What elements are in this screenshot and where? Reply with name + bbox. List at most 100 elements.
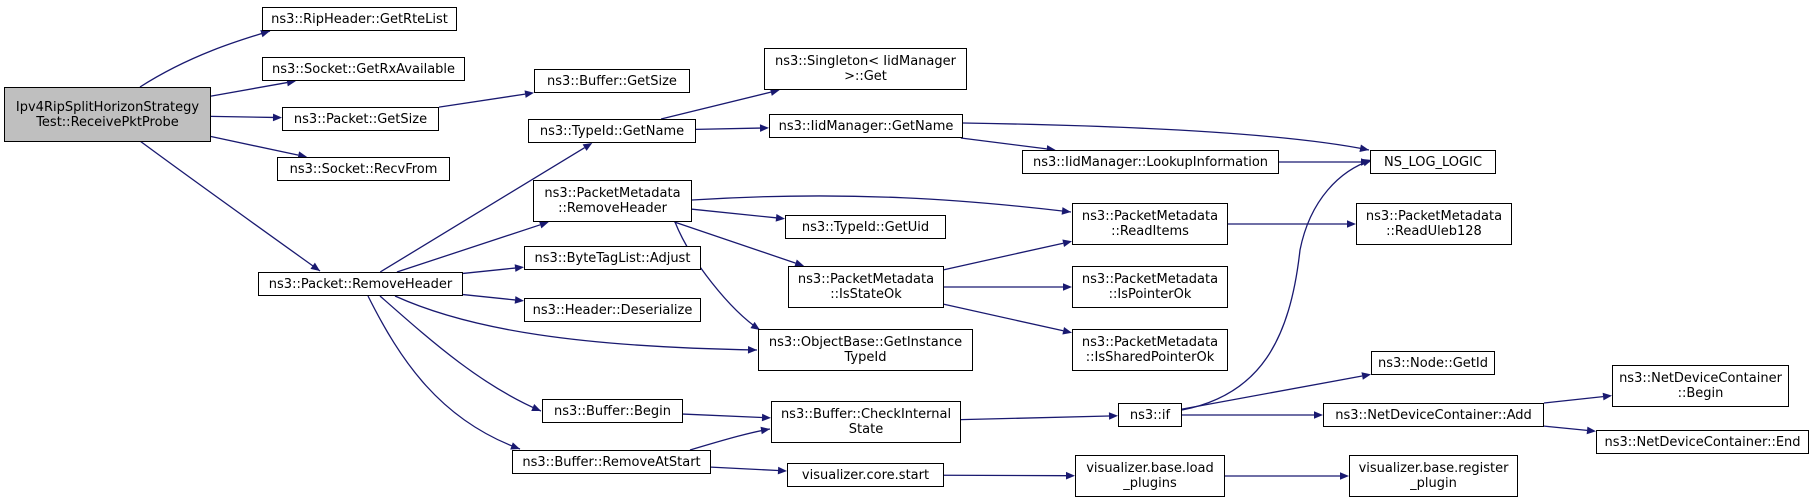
- edge-ipv4ripsplithorizonstrategytest-receivepktprobe-to-packet-removeheader: [139, 140, 321, 272]
- edge-ipv4ripsplithorizonstrategytest-receivepktprobe-to-socket-recvfrom-arrowhead: [297, 151, 308, 159]
- node-socket-recvfrom[interactable]: ns3::Socket::RecvFrom: [277, 157, 450, 181]
- node-socket-getrxavailable[interactable]: ns3::Socket::GetRxAvailable: [262, 57, 465, 81]
- edge-visualizer-core-start-to-visualizer-base-load-plugins-arrowhead: [1065, 471, 1075, 480]
- node-packetmetadata-removeheader[interactable]: ns3::PacketMetadata ::RemoveHeader: [533, 180, 692, 222]
- edge-packetmetadata-removeheader-to-objectbase-getinstancetypeid-arrowhead: [750, 321, 760, 330]
- edge-buffer-begin-to-buffer-checkinternalstate-arrowhead: [761, 413, 771, 422]
- edge-packet-removeheader-to-typeid-getname: [379, 147, 585, 273]
- node-packetmetadata-readuleb128[interactable]: ns3::PacketMetadata ::ReadUleb128: [1356, 203, 1512, 245]
- node-iidmanager-lookupinformation[interactable]: ns3::IidManager::LookupInformation: [1022, 150, 1279, 174]
- edge-packet-removeheader-to-packetmetadata-removeheader: [396, 224, 541, 273]
- node-typeid-getuid[interactable]: ns3::TypeId::GetUid: [785, 215, 946, 239]
- node-packetmetadata-readitems[interactable]: ns3::PacketMetadata ::ReadItems: [1072, 203, 1228, 245]
- edge-netdevicecontainer-add-to-netdevicecontainer-begin: [1543, 395, 1604, 404]
- edge-packet-removeheader-to-header-deserialize-arrowhead: [514, 296, 524, 304]
- node-packetmetadata-isstateok[interactable]: ns3::PacketMetadata ::IsStateOk: [788, 266, 944, 308]
- node-ripheader-getrtelist[interactable]: ns3::RipHeader::GetRteList: [262, 7, 457, 31]
- edge-ns3-if-to-netdevicecontainer-add-arrowhead: [1314, 411, 1323, 419]
- node-visualizer-core-start[interactable]: visualizer.core.start: [787, 463, 944, 487]
- node-iidmanager-getname[interactable]: ns3::IidManager::GetName: [769, 114, 963, 138]
- edge-packetmetadata-isstateok-to-packetmetadata-issharedpointerok: [943, 303, 1064, 332]
- edge-ipv4ripsplithorizonstrategytest-receivepktprobe-to-socket-getrxavailable: [210, 81, 288, 97]
- edge-packetmetadata-removeheader-to-packetmetadata-readitems-arrowhead: [1061, 207, 1071, 215]
- edge-buffer-removeatstart-to-visualizer-core-start-arrowhead: [777, 466, 787, 475]
- edge-netdevicecontainer-add-to-netdevicecontainer-end-arrowhead: [1586, 426, 1596, 435]
- edge-buffer-checkinternalstate-to-ns3-if-arrowhead: [1108, 412, 1118, 420]
- edge-typeid-getname-to-iidmanager-getname-arrowhead: [759, 124, 769, 132]
- edge-packetmetadata-isstateok-to-packetmetadata-readitems: [943, 242, 1064, 271]
- edge-buffer-begin-to-buffer-checkinternalstate: [682, 413, 763, 419]
- edges-layer: [139, 29, 1612, 480]
- edge-packet-removeheader-to-bytetaglist-adjust: [462, 267, 516, 275]
- edge-typeid-getname-to-singleton-iidmanager-get-arrowhead: [769, 88, 780, 96]
- edge-iidmanager-getname-to-iidmanager-lookupinformation: [960, 137, 1047, 150]
- edge-netdevicecontainer-add-to-netdevicecontainer-end: [1543, 425, 1588, 432]
- edge-packet-removeheader-to-typeid-getname-arrowhead: [582, 143, 593, 151]
- edge-packetmetadata-isstateok-to-packetmetadata-issharedpointerok-arrowhead: [1062, 327, 1072, 335]
- edge-ns3-if-to-node-getid-arrowhead: [1361, 372, 1371, 380]
- edge-packetmetadata-removeheader-to-packetmetadata-isstateok-arrowhead: [794, 259, 805, 267]
- edge-packetmetadata-removeheader-to-packetmetadata-readitems: [691, 195, 1072, 213]
- edge-ns3-if-to-ns-log-logic: [1181, 159, 1373, 411]
- edge-ipv4ripsplithorizonstrategytest-receivepktprobe-to-packet-removeheader-arrowhead: [310, 262, 320, 271]
- edge-packetmetadata-readitems-to-packetmetadata-readuleb128-arrowhead: [1347, 220, 1356, 228]
- edge-packet-removeheader-to-header-deserialize: [462, 293, 516, 301]
- node-packet-removeheader[interactable]: ns3::Packet::RemoveHeader: [258, 272, 463, 296]
- node-packet-getsize[interactable]: ns3::Packet::GetSize: [282, 107, 439, 131]
- edge-packet-removeheader-to-buffer-removeatstart: [367, 295, 521, 450]
- node-singleton-iidmanager-get[interactable]: ns3::Singleton< IidManager >::Get: [764, 48, 967, 90]
- node-netdevicecontainer-end[interactable]: ns3::NetDeviceContainer::End: [1596, 430, 1809, 454]
- edge-packetmetadata-removeheader-to-objectbase-getinstancetypeid: [674, 221, 761, 331]
- edge-ipv4ripsplithorizonstrategytest-receivepktprobe-to-ripheader-getrtelist-arrowhead: [260, 29, 270, 38]
- node-packetmetadata-ispointerok[interactable]: ns3::PacketMetadata ::IsPointerOk: [1072, 266, 1228, 308]
- edge-buffer-removeatstart-to-buffer-checkinternalstate-arrowhead: [760, 426, 770, 435]
- edge-typeid-getname-to-iidmanager-getname: [695, 127, 761, 130]
- edge-packet-getsize-to-buffer-getsize: [438, 93, 526, 108]
- edge-buffer-removeatstart-to-visualizer-core-start: [710, 466, 779, 472]
- node-ns3-if[interactable]: ns3::if: [1118, 403, 1182, 427]
- edge-visualizer-base-load-plugins-to-visualizer-base-register-plugin-arrowhead: [1340, 472, 1349, 480]
- edge-typeid-getname-to-singleton-iidmanager-get: [660, 91, 772, 120]
- edge-packet-removeheader-to-buffer-begin-arrowhead: [531, 403, 541, 411]
- edge-packetmetadata-removeheader-to-typeid-getuid: [691, 208, 777, 219]
- edge-packet-removeheader-to-packetmetadata-removeheader-arrowhead: [539, 221, 549, 229]
- edge-packetmetadata-removeheader-to-typeid-getuid-arrowhead: [775, 214, 785, 222]
- node-buffer-getsize[interactable]: ns3::Buffer::GetSize: [534, 69, 690, 93]
- node-packetmetadata-issharedpointerok[interactable]: ns3::PacketMetadata ::IsSharedPointerOk: [1072, 329, 1228, 371]
- edge-packetmetadata-removeheader-to-packetmetadata-isstateok: [674, 221, 796, 264]
- edge-ns3-if-to-node-getid: [1181, 375, 1363, 410]
- node-ipv4ripsplithorizonstrategytest-receivepktprobe: Ipv4RipSplitHorizonStrategy Test::Receiv…: [4, 87, 211, 142]
- node-header-deserialize[interactable]: ns3::Header::Deserialize: [524, 298, 701, 322]
- node-typeid-getname[interactable]: ns3::TypeId::GetName: [528, 119, 696, 143]
- edge-ipv4ripsplithorizonstrategytest-receivepktprobe-to-socket-recvfrom: [210, 135, 299, 156]
- edge-buffer-removeatstart-to-buffer-checkinternalstate: [689, 428, 771, 451]
- node-objectbase-getinstancetypeid[interactable]: ns3::ObjectBase::GetInstance TypeId: [758, 329, 973, 371]
- edge-packet-getsize-to-buffer-getsize-arrowhead: [524, 90, 534, 98]
- edge-packet-removeheader-to-buffer-begin: [379, 295, 542, 412]
- edge-netdevicecontainer-add-to-netdevicecontainer-begin-arrowhead: [1602, 392, 1612, 401]
- edge-iidmanager-getname-to-ns-log-logic: [962, 122, 1370, 151]
- node-visualizer-base-load-plugins[interactable]: visualizer.base.load _plugins: [1075, 455, 1225, 497]
- edge-packet-removeheader-to-buffer-removeatstart-arrowhead: [510, 442, 520, 450]
- node-buffer-begin[interactable]: ns3::Buffer::Begin: [542, 399, 683, 423]
- node-netdevicecontainer-add[interactable]: ns3::NetDeviceContainer::Add: [1323, 403, 1544, 427]
- edge-ipv4ripsplithorizonstrategytest-receivepktprobe-to-packet-getsize-arrowhead: [272, 113, 282, 122]
- node-ns-log-logic[interactable]: NS_LOG_LOGIC: [1370, 150, 1496, 174]
- edge-ipv4ripsplithorizonstrategytest-receivepktprobe-to-ripheader-getrtelist: [139, 30, 271, 88]
- node-node-getid[interactable]: ns3::Node::GetId: [1371, 351, 1495, 375]
- edge-packetmetadata-isstateok-to-packetmetadata-readitems-arrowhead: [1062, 239, 1072, 247]
- edge-iidmanager-getname-to-ns-log-logic-arrowhead: [1359, 144, 1369, 152]
- edge-packet-removeheader-to-objectbase-getinstancetypeid-arrowhead: [747, 346, 757, 354]
- node-netdevicecontainer-begin[interactable]: ns3::NetDeviceContainer ::Begin: [1612, 365, 1789, 407]
- node-buffer-checkinternalstate[interactable]: ns3::Buffer::CheckInternal State: [771, 401, 961, 443]
- edge-packet-removeheader-to-bytetaglist-adjust-arrowhead: [514, 264, 524, 272]
- edge-packet-removeheader-to-objectbase-getinstancetypeid: [394, 295, 758, 351]
- node-buffer-removeatstart[interactable]: ns3::Buffer::RemoveAtStart: [512, 450, 711, 474]
- edge-ipv4ripsplithorizonstrategytest-receivepktprobe-to-packet-getsize: [210, 115, 274, 119]
- node-visualizer-base-register-plugin[interactable]: visualizer.base.register _plugin: [1349, 455, 1518, 497]
- edge-buffer-checkinternalstate-to-ns3-if: [960, 415, 1110, 421]
- node-bytetaglist-adjust[interactable]: ns3::ByteTagList::Adjust: [524, 246, 701, 270]
- edge-ns3-if-to-ns-log-logic-arrowhead: [1362, 159, 1372, 167]
- edge-packetmetadata-isstateok-to-packetmetadata-ispointerok-arrowhead: [1063, 283, 1072, 291]
